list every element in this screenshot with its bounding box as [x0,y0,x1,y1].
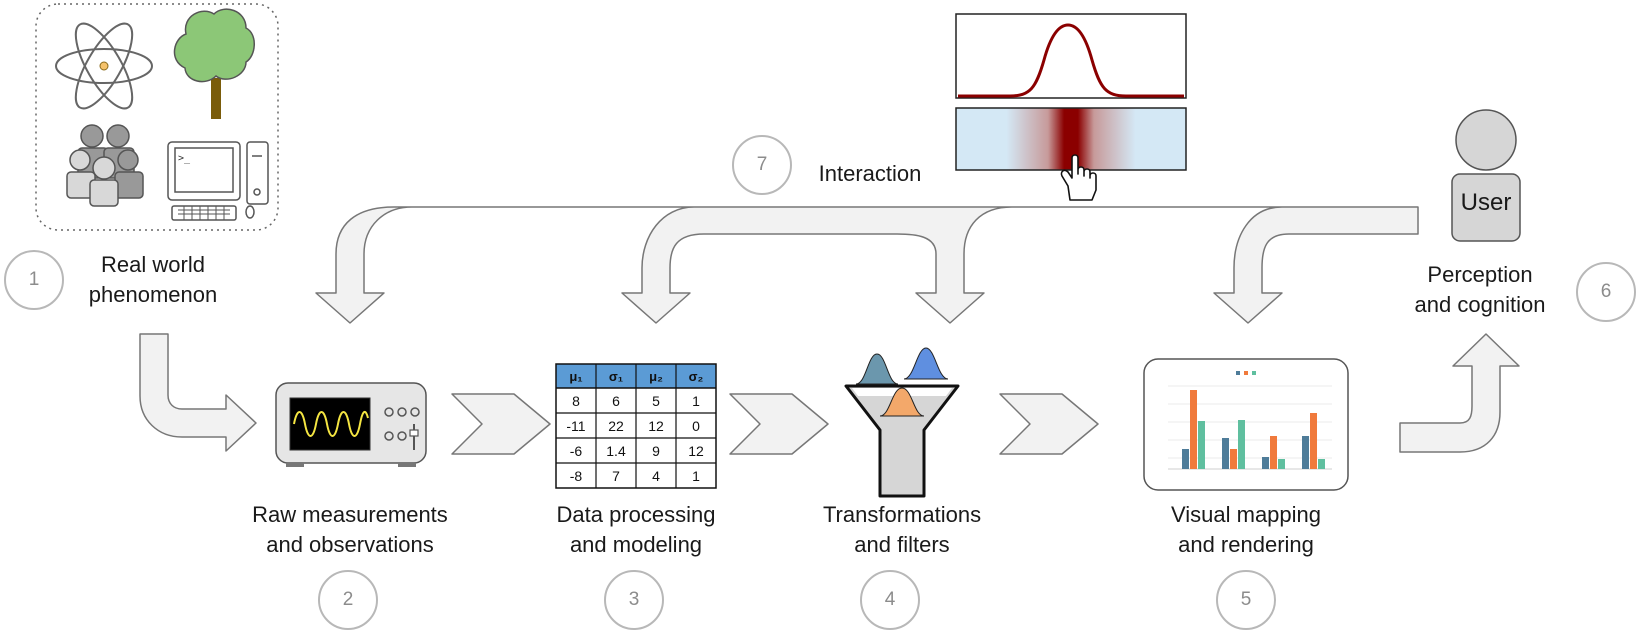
people-icon [66,124,144,207]
density-strip [955,107,1187,171]
step-7-number: 7 [732,135,792,195]
computer-icon [167,141,269,221]
table-cell: -6 [570,443,583,459]
step-1-label: Real world phenomenon [68,250,238,310]
arrow-3-to-4 [729,393,829,455]
table-cell: 8 [572,393,580,409]
arrow-5-to-6 [1399,333,1520,453]
table-cell: 7 [612,468,620,484]
table-cell: 12 [688,443,704,459]
user-label-text: User [1460,189,1512,216]
step-4-number: 4 [860,570,920,630]
step-6-number: 6 [1576,262,1636,322]
table-cell: -8 [570,468,583,484]
table-cell: 12 [648,418,664,434]
step-3-label-line1: Data processing [556,502,716,527]
oscilloscope-icon [275,382,427,467]
table-cell: 9 [652,443,660,459]
step-4-label: Transformations and filters [800,500,1004,560]
step-5-number: 5 [1216,570,1276,630]
distribution-teal [855,353,899,385]
step-1-label-line1: Real world [101,252,205,277]
user-label: User [1452,188,1520,218]
step-6-label: Perception and cognition [1400,260,1560,320]
tree-icon [173,8,255,119]
step-6-label-line2: and cognition [1414,292,1546,317]
step-2-label-line1: Raw measurements [252,502,448,527]
table-cell: 4 [652,468,660,484]
table-cell: -11 [566,418,585,434]
arrow-1-to-2 [139,333,257,452]
curve-plot [955,13,1187,99]
user-icon [1451,109,1521,242]
step-2-label: Raw measurements and observations [230,500,470,560]
table-header: μ₁ [569,369,582,384]
step-6-label-line1: Perception [1427,262,1533,287]
step-3-label-line2: and modeling [569,532,703,557]
step-2-label-line2: and observations [266,532,434,557]
distribution-blue [903,347,949,380]
phenomenon-box [35,3,279,231]
arrow-4-to-5 [999,393,1099,455]
hand-cursor-icon [1060,154,1097,201]
data-table: μ₁ σ₁ μ₂ σ₂ 8 6 5 1 -11 22 12 0 -6 1.4 9… [555,363,717,489]
table-cell: 5 [652,393,660,409]
step-1-label-line2: phenomenon [88,282,218,307]
step-7-label-text: Interaction [818,161,922,186]
step-4-label-line2: and filters [854,532,950,557]
terminal-prompt: >_ [178,153,191,164]
table-cell: 6 [612,393,620,409]
step-5-label: Visual mapping and rendering [1141,500,1351,560]
table-cell: 1 [692,468,700,484]
interaction-arrow [315,206,1419,324]
bar-chart-thumbnail [1143,358,1349,491]
step-1-number: 1 [4,250,64,310]
step-7-label: Interaction [805,159,935,189]
table-cell: 0 [692,418,700,434]
table-header: σ₂ [689,369,704,384]
funnel-icon [844,347,960,498]
table-cell: 1 [692,393,700,409]
arrow-2-to-3 [451,393,551,455]
atom-icon [55,22,153,110]
table-cell: 1.4 [606,443,626,459]
distribution-orange [879,387,925,417]
step-2-number: 2 [318,570,378,630]
step-4-label-line1: Transformations [822,502,982,527]
step-3-number: 3 [604,570,664,630]
table-cell: 22 [608,418,624,434]
step-3-label: Data processing and modeling [530,500,742,560]
step-5-label-line1: Visual mapping [1170,502,1322,527]
table-header: μ₂ [649,369,663,384]
step-5-label-line2: and rendering [1178,532,1314,557]
table-header: σ₁ [609,369,623,384]
